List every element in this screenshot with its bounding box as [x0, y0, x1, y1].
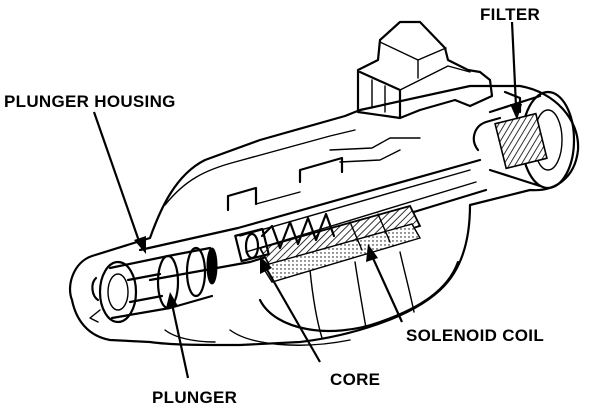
plunger-leader [170, 303, 190, 379]
plunger-arrow [166, 292, 178, 308]
filter-label: FILTER [480, 5, 540, 24]
plunger-assembly [89, 246, 218, 324]
core-arrow [260, 256, 272, 274]
leader-lines [92, 21, 522, 379]
solenoid-coil [258, 204, 422, 283]
electrical-connector [356, 20, 494, 120]
plunger-housing-leader [92, 111, 142, 245]
filter-arrow [510, 104, 522, 120]
solenoid-coil-leader [370, 255, 404, 323]
solenoid-coil-arrow [366, 244, 378, 262]
core-spring [234, 212, 336, 263]
core-leader [265, 267, 321, 363]
plunger-housing-arrow [134, 236, 146, 254]
core-label: CORE [330, 370, 380, 389]
injector-body [68, 84, 580, 347]
solenoid-coil-label: SOLENOID COIL [406, 326, 544, 345]
plunger-housing-label: PLUNGER HOUSING [4, 92, 176, 111]
labels: FILTER PLUNGER HOUSING SOLENOID COIL COR… [4, 5, 544, 407]
plunger-label: PLUNGER [152, 388, 237, 407]
filter-leader [510, 21, 518, 107]
